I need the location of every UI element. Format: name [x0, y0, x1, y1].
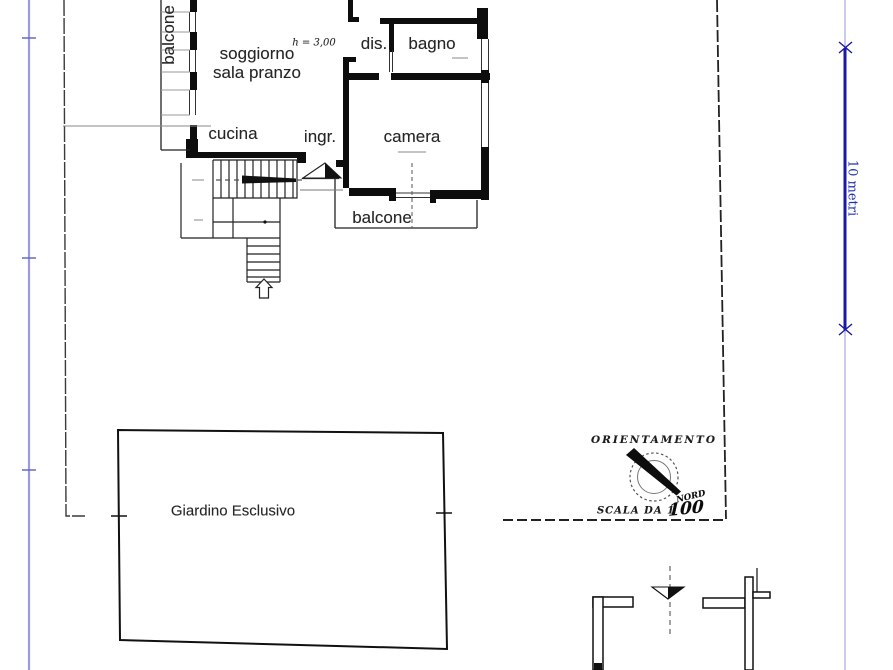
window-sills: [161, 11, 190, 116]
small-dashes: [192, 57, 468, 221]
wall-segment: [190, 32, 197, 50]
camera-south-wall: [349, 188, 395, 196]
east-wall-segment: [481, 147, 489, 200]
balcone-left-railing: [160, 0, 190, 151]
north-arrow-fill: [668, 587, 684, 599]
camera-north-wall: [391, 73, 490, 80]
scale-label: SCALA DA 1: [596, 505, 676, 517]
compass-needle-icon: [626, 448, 681, 496]
left-ruler: [22, 0, 36, 670]
bagno-window: [481, 39, 489, 70]
compass-title: ORIENTAMENTO: [591, 434, 717, 446]
camera-window-east: [481, 83, 489, 147]
bagno-north-wall: [380, 18, 481, 24]
wall-foot: [348, 17, 359, 22]
camera-french-window: [396, 192, 430, 198]
scale-value: 100: [667, 497, 705, 521]
room-label-giardino: Giardino Esclusivo: [170, 502, 296, 520]
room-label-soggiorno: soggiorno sala pranzo: [213, 44, 301, 82]
stair-side-boundary: [180, 163, 280, 239]
cucina-south-wall: [196, 152, 306, 158]
stair-direction-wedge: [242, 175, 296, 184]
giardino-plot: [111, 428, 452, 651]
room-label-ingresso: ingr.: [303, 127, 337, 146]
soggiorno-line1: soggiorno: [219, 44, 295, 63]
scale-bar-end-marks: [838, 41, 853, 336]
wall-step: [297, 157, 306, 163]
lower-wall: [592, 596, 604, 670]
height-note: h = 3,00: [292, 37, 336, 49]
wall-segment: [190, 125, 197, 141]
right-scale-bar: [838, 0, 853, 670]
room-label-disimpegno: dis.: [360, 34, 388, 53]
external-staircase: [180, 159, 303, 299]
room-label-balcone-left: balcone: [159, 5, 178, 65]
thin-structure: [160, 0, 489, 229]
stair-landing: [212, 198, 281, 238]
camera-west-wall: [343, 57, 349, 188]
wall-corner: [186, 139, 198, 158]
room-label-balcone-bottom: balcone: [352, 208, 412, 227]
left-ruler-ticks: [22, 37, 36, 471]
apartment-walls: [186, 0, 490, 203]
wall-cap: [389, 188, 396, 201]
corner-pillar: [477, 8, 488, 39]
wall-cap: [430, 190, 436, 203]
giardino-outline: [116, 428, 449, 651]
entry-jamb: [336, 160, 344, 167]
compass-outer-circle: [629, 452, 679, 502]
sheet-right-border: [716, 0, 727, 520]
stair-lower-flight-outline: [246, 238, 281, 283]
stair-treads-lower: [247, 245, 280, 278]
boundaries: [63, 0, 727, 521]
scale-bar-label: 10 metri: [844, 159, 860, 217]
compass: [626, 448, 681, 502]
wall-notch: [343, 57, 356, 62]
camera-south-wall: [430, 190, 481, 199]
property-boundary-line: [63, 0, 85, 517]
landing-post: [263, 220, 267, 224]
wall-segment: [190, 72, 197, 90]
giardino-ticks: [111, 512, 452, 517]
wall-stub: [348, 0, 353, 18]
lower-wall-stub: [752, 591, 771, 599]
soggiorno-line2: sala pranzo: [213, 63, 301, 82]
bagno-west-wall: [389, 23, 394, 52]
stair-up-arrow-icon: [254, 278, 274, 299]
room-label-bagno: bagno: [408, 34, 456, 53]
wall-segment: [190, 0, 197, 12]
compass-inner-circle: [637, 460, 671, 494]
window-frames-west: [189, 12, 196, 115]
entrance-arrow-fill: [325, 163, 341, 178]
room-label-camera: camera: [383, 127, 441, 146]
lower-wall: [744, 576, 754, 670]
bagno-door: [389, 50, 393, 72]
wall-hatch: [594, 663, 602, 670]
balcone-bottom-railing: [334, 177, 478, 229]
camera-north-wall: [349, 73, 379, 80]
lower-wall: [702, 597, 746, 609]
reference-marks: [63, 57, 468, 228]
lower-structure: [592, 566, 771, 670]
room-label-cucina: cucina: [208, 124, 258, 143]
entrance-arrow-icon: [301, 162, 343, 180]
